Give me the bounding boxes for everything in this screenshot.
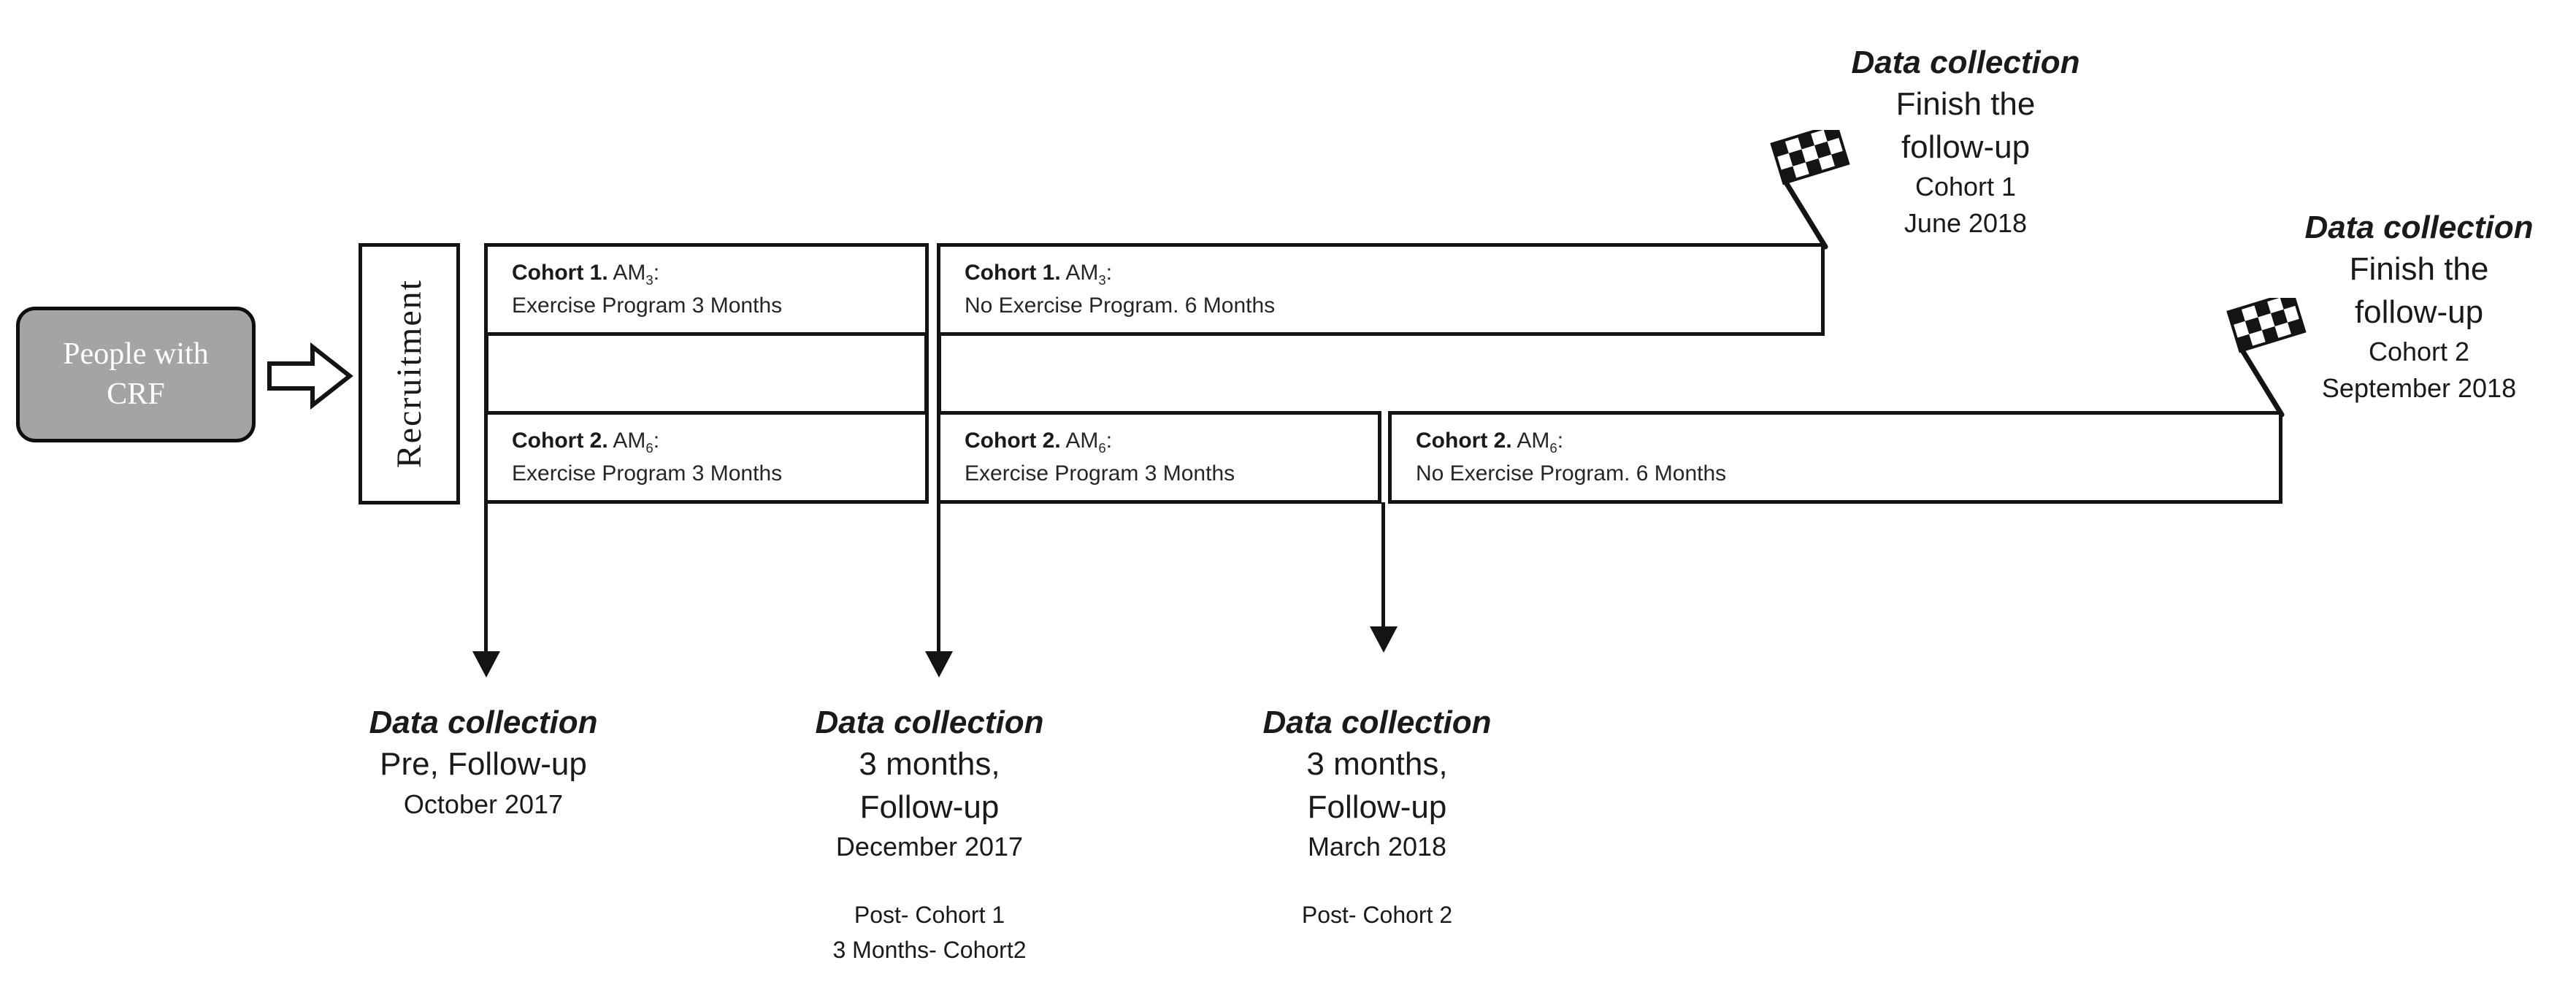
- annotation-title: Data collection: [1851, 45, 2080, 80]
- annotation-date: March 2018: [1307, 832, 1447, 862]
- annotation-line: Follow-up: [859, 788, 1000, 825]
- connector-line-left: [484, 334, 488, 412]
- measure-label: AM: [607, 429, 646, 453]
- recruitment-box: Recruitment: [359, 243, 460, 504]
- annotation-spacer: [1191, 865, 1563, 897]
- data-collection-annotation-3: Data collection 3 months, Follow-up Marc…: [1191, 702, 1563, 932]
- checkered-flag-icon: [1770, 130, 1850, 250]
- annotation-line: Pre, Follow-up: [380, 746, 587, 783]
- annotation-cohort: Cohort 2: [2368, 337, 2470, 367]
- measure-subscript: 6: [1549, 440, 1557, 456]
- timeline-arrow-shaft-2: [937, 502, 940, 653]
- cohort-box-heading: Cohort 2. AM6:: [965, 425, 1378, 457]
- cohort-box-heading: Cohort 1. AM3:: [512, 257, 925, 289]
- cohort-label: Cohort 1.: [965, 261, 1061, 285]
- annotation-title: Data collection: [2304, 210, 2534, 245]
- down-arrowhead-icon-3: [1370, 626, 1398, 653]
- connector-line-mid-right: [924, 334, 929, 412]
- measure-label: AM: [1511, 429, 1550, 453]
- annotation-line: Follow-up: [1307, 788, 1447, 825]
- annotation-line: follow-up: [2354, 293, 2484, 330]
- down-arrowhead-icon-1: [472, 651, 500, 678]
- cohort1-exercise-box: Cohort 1. AM3: Exercise Program 3 Months: [484, 243, 929, 336]
- cohort-box-description: Exercise Program 3 Months: [512, 293, 783, 318]
- cohort-label: Cohort 2.: [1416, 429, 1512, 453]
- cohort-box-description: Exercise Program 3 Months: [965, 461, 1235, 486]
- measure-subscript: 6: [1098, 440, 1106, 456]
- annotation-line: 3 months,: [1306, 746, 1448, 783]
- cohort-box-description: No Exercise Program. 6 Months: [1416, 461, 1727, 486]
- annotation-cohort: Cohort 1: [1914, 172, 2017, 202]
- cohort-box-heading: Cohort 2. AM6:: [1416, 425, 2279, 457]
- annotation-title: Data collection: [815, 705, 1044, 740]
- measure-colon: :: [1557, 429, 1564, 453]
- cohort-box-heading: Cohort 2. AM6:: [512, 425, 925, 457]
- people-box-line1: People with: [63, 337, 209, 372]
- cohort2-exercise-box-2: Cohort 2. AM6: Exercise Program 3 Months: [937, 411, 1381, 504]
- annotation-title: Data collection: [1262, 705, 1492, 740]
- timeline-arrow-shaft-1: [484, 502, 488, 653]
- measure-label: AM: [1060, 261, 1099, 285]
- cohort-label: Cohort 2.: [965, 429, 1061, 453]
- measure-subscript: 6: [645, 440, 653, 456]
- measure-colon: :: [1105, 261, 1113, 285]
- checkered-flag-icon: [2226, 298, 2307, 418]
- connector-line-mid-left: [937, 334, 941, 412]
- down-arrowhead-icon-2: [925, 651, 953, 678]
- annotation-title: Data collection: [369, 705, 598, 740]
- cohort-box-description: Exercise Program 3 Months: [512, 461, 783, 486]
- annotation-line: 3 months,: [859, 746, 1000, 783]
- annotation-date: September 2018: [2321, 373, 2517, 404]
- right-block-arrow-icon: [267, 342, 353, 410]
- measure-colon: :: [653, 429, 660, 453]
- annotation-line: follow-up: [1901, 128, 2031, 165]
- measure-label: AM: [607, 261, 646, 285]
- annotation-date: December 2017: [835, 832, 1024, 862]
- cohort-label: Cohort 1.: [512, 261, 608, 285]
- timeline-arrow-shaft-3: [1381, 502, 1385, 628]
- finish-annotation-cohort2: Data collection Finish the follow-up Coh…: [2233, 207, 2576, 407]
- measure-subscript: 3: [645, 272, 653, 288]
- people-box-line2: CRF: [107, 377, 165, 411]
- annotation-line: Finish the: [1895, 86, 2036, 123]
- measure-colon: :: [1105, 429, 1113, 453]
- annotation-note: Post- Cohort 2: [1301, 902, 1453, 929]
- cohort2-no-exercise-box: Cohort 2. AM6: No Exercise Program. 6 Mo…: [1388, 411, 2282, 504]
- measure-label: AM: [1060, 429, 1099, 453]
- measure-colon: :: [653, 261, 660, 285]
- cohort-box-heading: Cohort 1. AM3:: [965, 257, 1821, 289]
- cohort1-no-exercise-box: Cohort 1. AM3: No Exercise Program. 6 Mo…: [937, 243, 1825, 336]
- measure-subscript: 3: [1098, 272, 1106, 288]
- cohort2-exercise-box-1: Cohort 2. AM6: Exercise Program 3 Months: [484, 411, 929, 504]
- cohort-label: Cohort 2.: [512, 429, 608, 453]
- annotation-note: 3 Months- Cohort2: [832, 937, 1027, 964]
- annotation-date: June 2018: [1904, 208, 2028, 239]
- data-collection-annotation-1: Data collection Pre, Follow-up October 2…: [297, 702, 670, 823]
- recruitment-label: Recruitment: [390, 279, 429, 469]
- annotation-spacer: [743, 865, 1116, 897]
- cohort-box-description: No Exercise Program. 6 Months: [965, 293, 1276, 318]
- data-collection-annotation-2: Data collection 3 months, Follow-up Dece…: [743, 702, 1116, 967]
- annotation-note: Post- Cohort 1: [854, 902, 1005, 929]
- annotation-date: October 2017: [403, 788, 564, 819]
- people-with-crf-box: People with CRF: [16, 307, 256, 442]
- annotation-line: Finish the: [2349, 251, 2489, 288]
- finish-annotation-cohort1: Data collection Finish the follow-up Coh…: [1779, 42, 2152, 242]
